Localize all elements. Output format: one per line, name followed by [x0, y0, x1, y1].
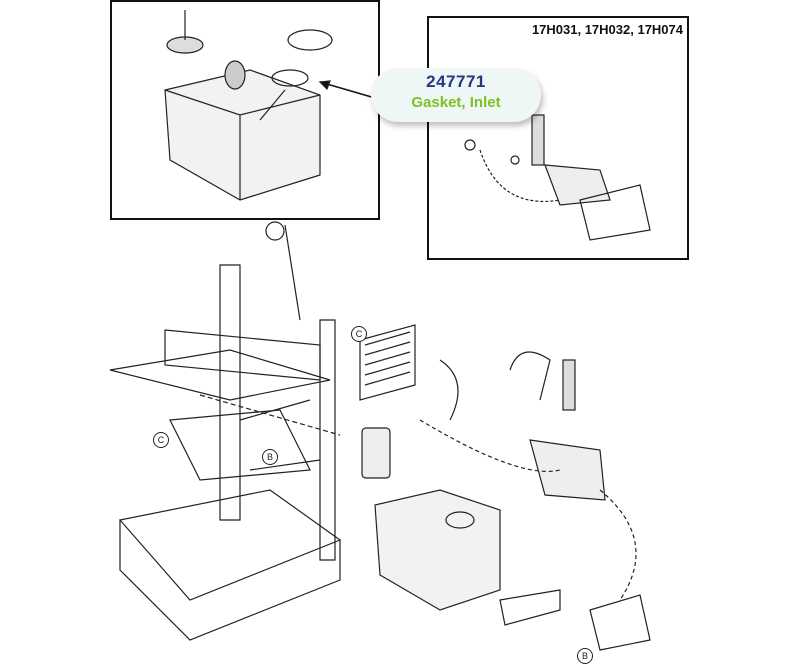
part-callout[interactable]: 247771 Gasket, Inlet: [371, 68, 541, 122]
mounting-plate-drawing: [589, 594, 651, 651]
oil-cooler-drawing: [359, 324, 416, 401]
filter-drawing: [361, 427, 391, 479]
main-pump-drawing: [529, 439, 606, 501]
reference-label-b: B: [577, 648, 593, 664]
main-tank-drawing: [374, 489, 501, 611]
reference-label-b: B: [262, 449, 278, 465]
bracket-drawing: [499, 589, 561, 626]
hoses-drawing: [439, 351, 551, 421]
inset-pump-drawing: [464, 114, 651, 241]
dashed-leader-lines: [419, 419, 637, 601]
inset-detail-pump-models: 17H031, 17H032, 17H074: [427, 16, 689, 260]
model-numbers: 17H031, 17H032, 17H074: [531, 22, 683, 37]
callout-arrowhead: [318, 80, 331, 91]
suction-tube-drawing: [562, 359, 576, 411]
reference-label-c: C: [351, 326, 367, 342]
reference-label-c: C: [153, 432, 169, 448]
inset-tank-drawing: [164, 10, 333, 201]
main-frame-drawing: [109, 221, 342, 641]
part-number: 247771: [426, 72, 486, 91]
part-description: Gasket, Inlet: [411, 94, 501, 111]
